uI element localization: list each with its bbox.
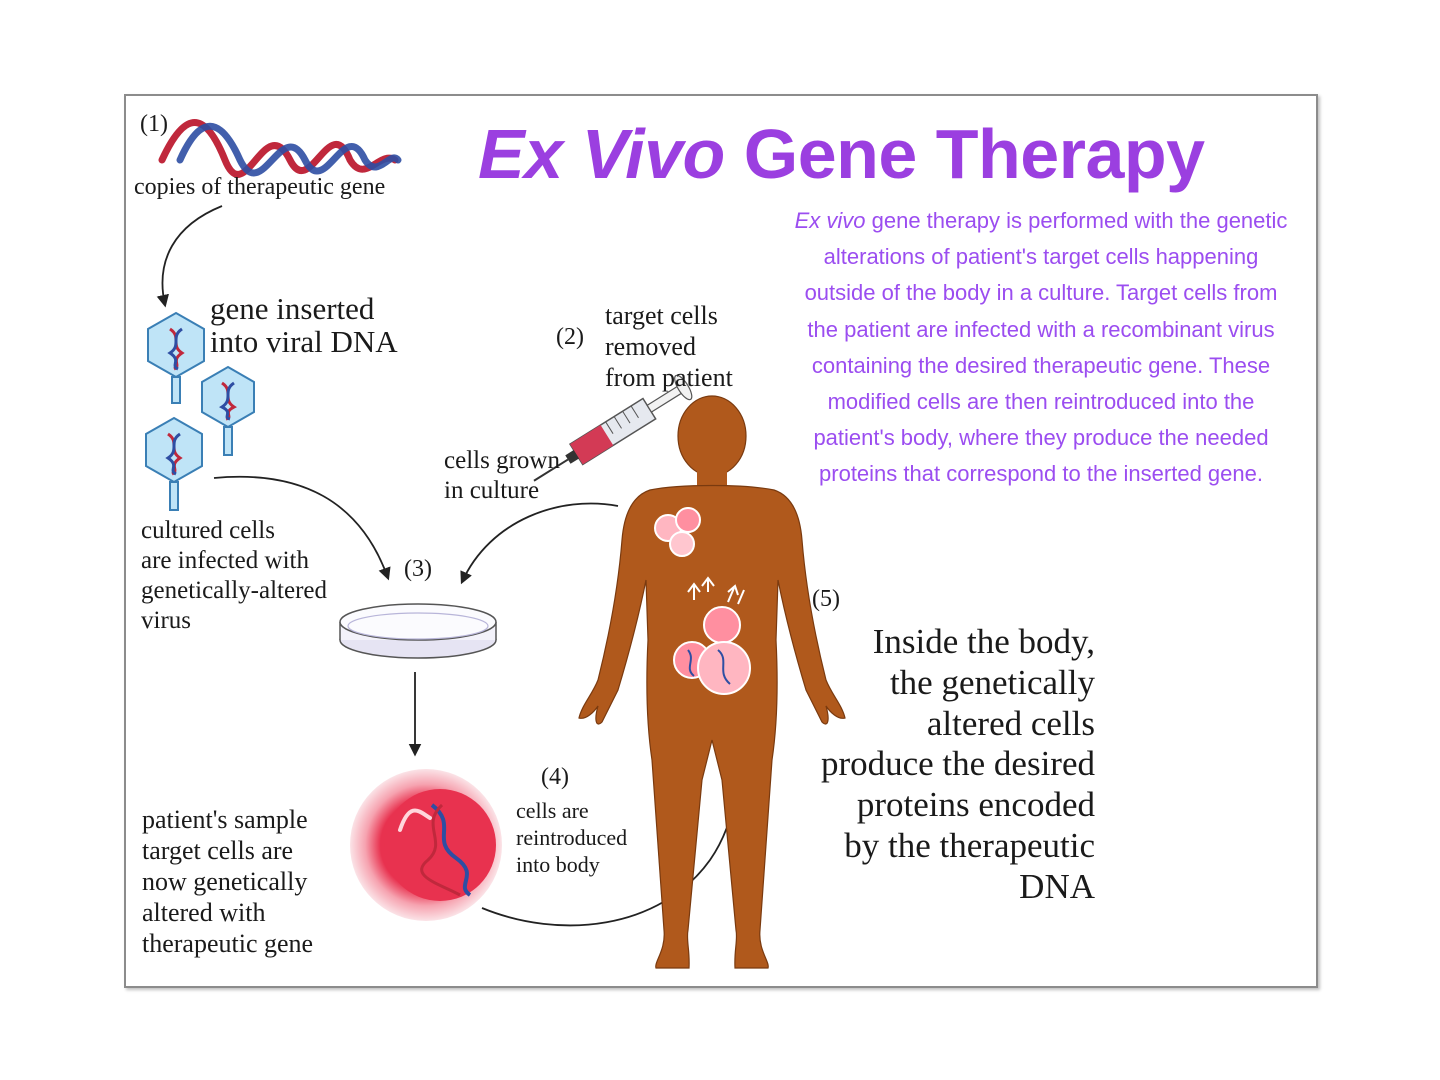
step-5-line: Inside the body,: [872, 622, 1095, 661]
human-body-icon: [578, 395, 846, 969]
gene-copies-icon: [158, 119, 402, 178]
title-rest: Gene Therapy: [743, 115, 1205, 193]
arrow-body-to-dish: [460, 502, 619, 585]
altered-cells-line: target cells are: [142, 836, 294, 865]
step-4-line: cells are: [516, 798, 589, 823]
altered-cells-line: therapeutic gene: [142, 929, 314, 958]
altered-cells-line: patient's sample: [142, 805, 308, 834]
arrow-virus-to-dish: [213, 475, 391, 581]
step-1-label: copies of therapeutic gene: [134, 174, 386, 200]
petri-dish-icon: [339, 603, 497, 659]
description-text: Ex vivo gene therapy is performed with t…: [788, 203, 1294, 493]
step-5-number: (5): [812, 586, 840, 612]
cells-grown-line: cells grown: [444, 447, 560, 474]
virus-icon: [145, 311, 255, 511]
step-5-line: DNA: [1019, 866, 1095, 906]
altered-cells-label: patient's sample target cells are now ge…: [142, 804, 313, 959]
step-5-line: by the therapeutic: [844, 825, 1095, 865]
step-2-line: target cells: [605, 301, 718, 330]
infected-line: cultured cells: [141, 517, 275, 544]
gene-inserted-label: gene inserted into viral DNA: [210, 292, 398, 358]
page-title: Ex Vivo Gene Therapy: [478, 114, 1308, 194]
altered-cells-line: altered with: [142, 898, 266, 927]
step-5-line: the genetically: [889, 662, 1095, 702]
syringe-icon: [533, 374, 693, 482]
body-cells-icon: [654, 507, 751, 695]
infected-line: virus: [141, 607, 191, 634]
step-2-line: removed: [605, 332, 696, 361]
step-2-number: (2): [556, 324, 584, 350]
infected-line: are infected with: [141, 547, 309, 574]
gene-inserted-line: into viral DNA: [210, 324, 398, 359]
step-4-line: reintroduced: [516, 825, 628, 850]
infected-label: cultured cells are infected with genetic…: [141, 516, 327, 636]
gene-inserted-line: gene inserted: [210, 291, 375, 326]
step-5-label: Inside the body, the genetically altered…: [770, 622, 1095, 908]
cells-grown-label: cells grown in culture: [444, 446, 560, 506]
step-5-line: produce the desired: [820, 744, 1095, 784]
step-5-line: proteins encoded: [856, 785, 1095, 825]
step-4-number: (4): [541, 764, 569, 790]
title-italic: Ex Vivo: [478, 115, 725, 193]
step-4-line: into body: [516, 852, 600, 877]
altered-cells-line: now genetically: [142, 867, 308, 896]
infected-line: genetically-altered: [141, 577, 327, 604]
step-4-label: cells are reintroduced into body: [516, 797, 627, 878]
arrow-gene-to-virus: [156, 205, 223, 308]
altered-cell-icon: [350, 769, 502, 921]
description-body: gene therapy is performed with the genet…: [804, 208, 1288, 487]
step-2-line: from patient: [605, 363, 733, 392]
step-2-label: target cells removed from patient: [605, 300, 733, 393]
step-1-number: (1): [140, 111, 168, 137]
cells-grown-line: in culture: [444, 477, 540, 504]
description-italic: Ex vivo: [794, 208, 866, 233]
step-3-number: (3): [404, 556, 432, 582]
step-5-line: altered cells: [926, 703, 1095, 743]
protein-arrows-icon: [687, 576, 745, 605]
